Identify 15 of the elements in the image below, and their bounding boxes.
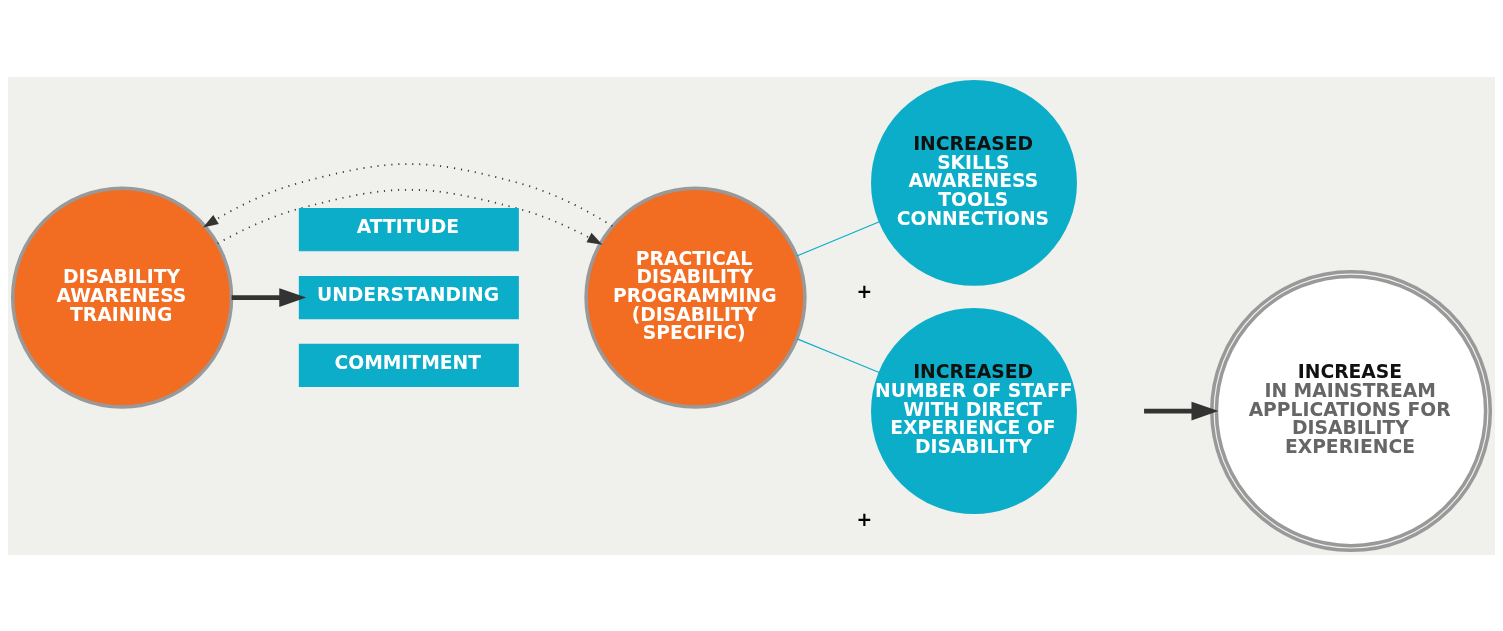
node-circle: INCREASE IN MAINSTREAM APPLICATIONS FOR DISABILITY EXPERIENCE <box>1210 269 1493 552</box>
node-label: + <box>856 508 873 530</box>
node-box: UNDERSTANDING <box>298 275 519 319</box>
connector <box>796 337 881 373</box>
arrow <box>216 188 603 245</box>
node-box: COMMITMENT <box>298 343 519 387</box>
node-box: ATTITUDE <box>298 207 519 251</box>
connector <box>796 220 881 257</box>
node-circle: INCREASED SKILLS AWARENESS TOOLS CONNECTIONS <box>871 79 1077 286</box>
arrow <box>1144 401 1219 420</box>
node-circle: INCREASED NUMBER OF STAFF WITH DIRECT EXPERIENCE OF DISABILITY <box>871 307 1077 514</box>
node-circle: DISABILITY AWARENESS TRAINING <box>10 185 234 409</box>
arrow <box>203 162 614 227</box>
arrow <box>231 287 307 307</box>
node-label: + <box>856 280 873 302</box>
